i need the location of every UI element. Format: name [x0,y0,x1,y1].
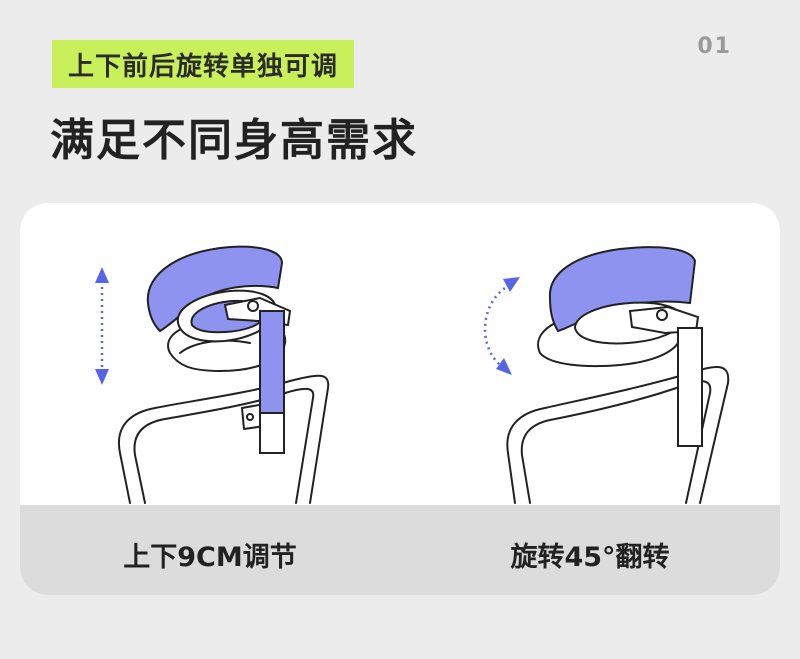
curved-rotate-arrow-icon [483,277,520,375]
feature-tag-label: 上下前后旋转单独可调 [68,51,339,82]
feature-tag: 上下前后旋转单独可调 [52,40,355,88]
page-number: 01 [697,34,732,59]
vertical-double-arrow-icon [95,267,109,385]
headrest-vertical-illustration [95,245,330,504]
card-footer [20,505,780,595]
headrest-post [677,327,703,447]
headrest-rotation-illustration [483,246,730,504]
caption-rotation-adjust: 旋转45°翻转 [510,542,670,573]
caption-vertical-adjust: 上下9CM调节 [123,542,297,573]
page-title: 满足不同身高需求 [50,115,418,166]
feature-card: 上下9CM调节 旋转45°翻转 [20,203,780,595]
headrest-shape [548,246,697,333]
